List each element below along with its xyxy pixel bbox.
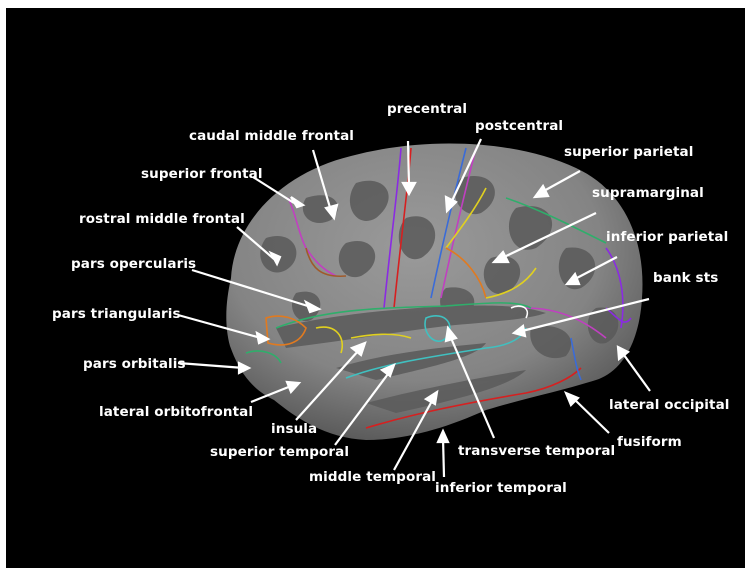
- label-fusiform: fusiform: [617, 434, 682, 450]
- label-lateral-occipital: lateral occipital: [609, 397, 730, 413]
- label-lateral-orbitofrontal: lateral orbitofrontal: [99, 404, 253, 420]
- label-superior-parietal: superior parietal: [564, 144, 694, 160]
- label-postcentral: postcentral: [475, 118, 563, 134]
- label-rostral-middle-frontal: rostral middle frontal: [79, 211, 245, 227]
- label-pars-triangularis: pars triangularis: [52, 306, 181, 322]
- label-superior-frontal: superior frontal: [141, 166, 263, 182]
- label-inferior-parietal: inferior parietal: [606, 229, 728, 245]
- label-supramarginal: supramarginal: [592, 185, 704, 201]
- label-inferior-temporal: inferior temporal: [435, 480, 567, 496]
- label-superior-temporal: superior temporal: [210, 444, 349, 460]
- label-bank-sts: bank sts: [653, 270, 718, 286]
- label-insula: insula: [271, 421, 317, 437]
- label-precentral: precentral: [387, 101, 467, 117]
- label-pars-orbitalis: pars orbitalis: [83, 356, 186, 372]
- label-caudal-middle-frontal: caudal middle frontal: [189, 128, 354, 144]
- figure-canvas: precentral postcentral caudal middle fro…: [6, 8, 745, 568]
- label-pars-opercularis: pars opercularis: [71, 256, 196, 272]
- label-transverse-temporal: transverse temporal: [458, 443, 615, 459]
- label-middle-temporal: middle temporal: [309, 469, 436, 485]
